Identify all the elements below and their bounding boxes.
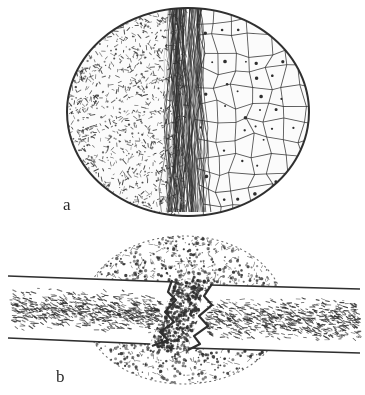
panel-a-section: [64, 0, 331, 249]
panel-b-label: b: [56, 368, 65, 385]
panel-b-section: [8, 236, 361, 388]
panel-a-label: a: [63, 196, 71, 213]
